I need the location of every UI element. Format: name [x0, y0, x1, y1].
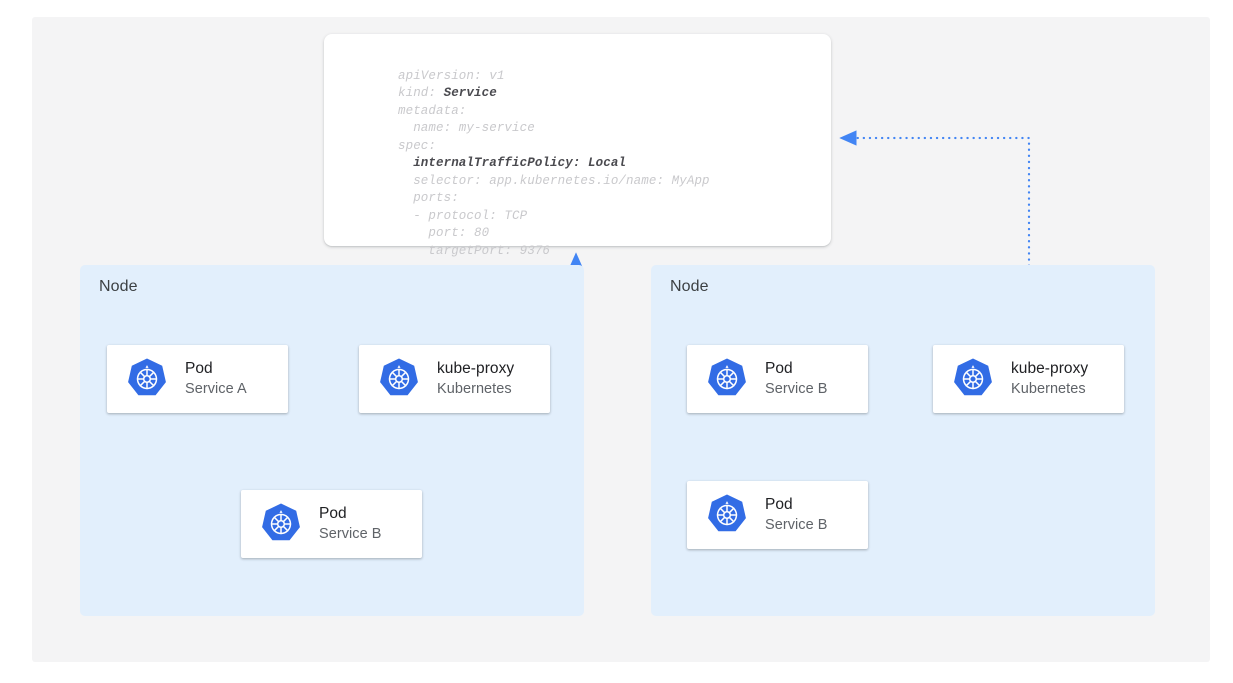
- card-subtitle: Kubernetes: [1011, 381, 1086, 397]
- yaml-line-selector: selector: app.kubernetes.io/name: MyApp: [398, 173, 710, 188]
- yaml-line-spec: spec:: [398, 138, 437, 153]
- kubernetes-logo-icon: [708, 358, 746, 396]
- yaml-line-kind: kind: Service: [398, 86, 497, 101]
- kubernetes-logo-icon: [708, 494, 746, 532]
- kubernetes-logo-icon: [380, 358, 418, 396]
- card-title: kube-proxy: [1011, 360, 1089, 377]
- card-title: Pod: [319, 505, 347, 522]
- yaml-line-metadata: metadata:: [398, 103, 467, 118]
- yaml-line-targetport: targetPort: 9376: [398, 244, 551, 259]
- kubernetes-logo-icon: [262, 503, 300, 541]
- card-subtitle: Kubernetes: [437, 381, 512, 397]
- card-subtitle: Service B: [765, 517, 828, 533]
- card-title: kube-proxy: [437, 360, 515, 377]
- yaml-line-ports: ports:: [398, 191, 459, 206]
- node-group-right: Node: [651, 265, 1155, 616]
- yaml-line-port: port: 80: [398, 226, 490, 241]
- card-text-block: kube-proxy Kubernetes: [1011, 358, 1088, 400]
- card-pod-service-b-right-top[interactable]: Pod Service B: [687, 345, 868, 413]
- card-pod-service-a[interactable]: Pod Service A: [107, 345, 288, 413]
- card-kube-proxy-left[interactable]: kube-proxy Kubernetes: [359, 345, 550, 413]
- yaml-line-apiversion: apiVersion: v1: [398, 68, 505, 83]
- card-subtitle: Service B: [319, 526, 382, 542]
- service-spec-card: apiVersion: v1 kind: Service metadata: nam…: [324, 34, 831, 258]
- node-label-right: Node: [670, 278, 709, 295]
- yaml-line-protocol: - protocol: TCP: [398, 208, 528, 223]
- card-pod-service-b-right-bottom[interactable]: Pod Service B: [687, 481, 868, 549]
- kubernetes-logo-icon: [954, 358, 992, 396]
- card-title: Pod: [765, 496, 793, 513]
- kubernetes-logo-icon: [128, 358, 166, 396]
- card-kube-proxy-right[interactable]: kube-proxy Kubernetes: [933, 345, 1124, 413]
- node-label-left: Node: [99, 278, 138, 295]
- card-subtitle: Service A: [185, 381, 247, 397]
- card-subtitle: Service B: [765, 381, 828, 397]
- card-text-block: Pod Service B: [319, 503, 382, 545]
- service-yaml-text: apiVersion: v1 kind: Service metadata: nam…: [398, 50, 710, 296]
- card-title: Pod: [185, 360, 213, 377]
- card-text-block: Pod Service B: [765, 494, 828, 536]
- card-title: Pod: [765, 360, 793, 377]
- card-text-block: Pod Service A: [185, 358, 247, 400]
- yaml-value-kind: Service: [443, 86, 497, 101]
- node-group-left: Node: [80, 265, 584, 616]
- card-text-block: Pod Service B: [765, 358, 828, 400]
- card-pod-service-b-left[interactable]: Pod Service B: [241, 490, 422, 558]
- yaml-line-name: name: my-service: [398, 121, 535, 136]
- yaml-line-internaltrafficpolicy: internalTrafficPolicy: Local: [398, 156, 627, 171]
- card-text-block: kube-proxy Kubernetes: [437, 358, 514, 400]
